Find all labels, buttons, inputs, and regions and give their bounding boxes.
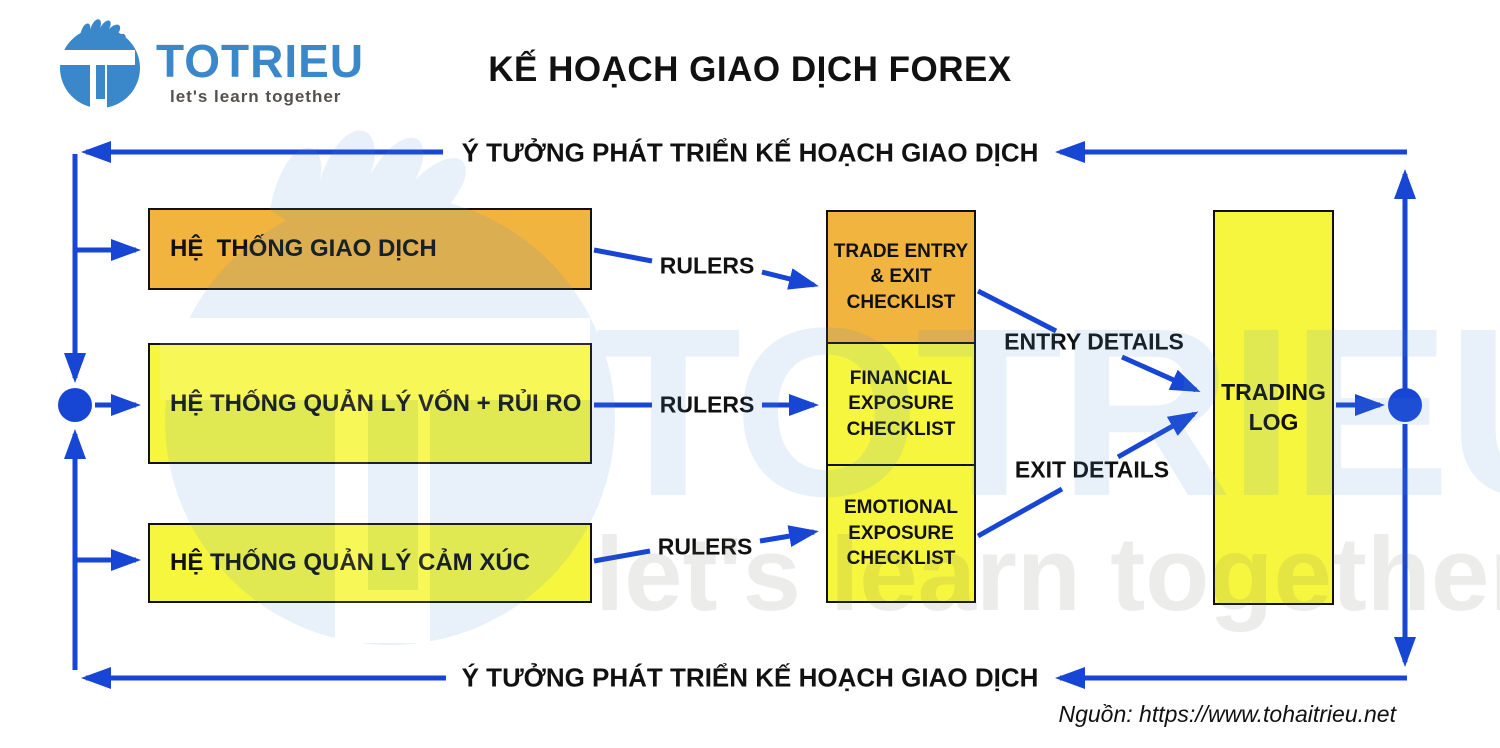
financial-exposure-checklist-label: FINANCIAL EXPOSURE CHECKLIST [846,367,956,440]
right-junction-node [1388,388,1422,422]
trade-entry-exit-checklist-label: TRADE ENTRY & EXIT CHECKLIST [833,240,969,313]
box-trading-log: TRADING LOG [1213,210,1334,605]
box-financial-exposure-checklist: FINANCIAL EXPOSURE CHECKLIST [826,342,976,466]
box-money-risk-system-label: HỆ THỐNG QUẢN LÝ VỐN + RỦI RO [170,389,582,417]
top-loop-label: Ý TƯỞNG PHÁT TRIỂN KẾ HOẠCH GIAO DỊCH [455,137,1045,169]
rulers-label-3: RULERS [657,533,753,560]
box-money-risk-system: HỆ THỐNG QUẢN LÝ VỐN + RỦI RO [148,343,592,464]
logo-brand: TOTRIEU [156,35,365,87]
bottom-loop-label: Ý TƯỞNG PHÁT TRIỂN KẾ HOẠCH GIAO DỊCH [455,662,1045,694]
totrieu-logo: TOTRIEU let's learn together [56,12,386,116]
box-trade-entry-exit-checklist: TRADE ENTRY & EXIT CHECKLIST [826,210,976,344]
box-trading-system: HỆ THỐNG GIAO DỊCH [148,208,592,290]
logo-text-block: TOTRIEU let's learn together [156,38,364,107]
trading-log-label: TRADING LOG [1221,378,1326,435]
emotional-exposure-checklist-label: EMOTIONAL EXPOSURE CHECKLIST [844,497,958,570]
rulers-label-2: RULERS [659,391,755,418]
box-emotional-exposure-checklist: EMOTIONAL EXPOSURE CHECKLIST [826,464,976,603]
box-emotion-system-label: HỆ THỐNG QUẢN LÝ CẢM XÚC [170,549,530,576]
exit-details-label: EXIT DETAILS [1014,456,1170,483]
logo-tagline: let's learn together [170,87,342,106]
totrieu-flame-t-icon [59,19,140,108]
left-junction-node [58,388,92,422]
box-emotion-system: HỆ THỐNG QUẢN LÝ CẢM XÚC [148,523,592,603]
source-credit: Nguồn: https://www.tohaitrieu.net [1058,701,1396,727]
entry-details-label: ENTRY DETAILS [1004,328,1184,355]
page-title: KẾ HOẠCH GIAO DỊCH FOREX [488,50,1012,89]
system-input-arrows [77,238,141,571]
rulers-label-1: RULERS [659,252,755,279]
box-trading-system-label: HỆ THỐNG GIAO DỊCH [170,235,437,262]
